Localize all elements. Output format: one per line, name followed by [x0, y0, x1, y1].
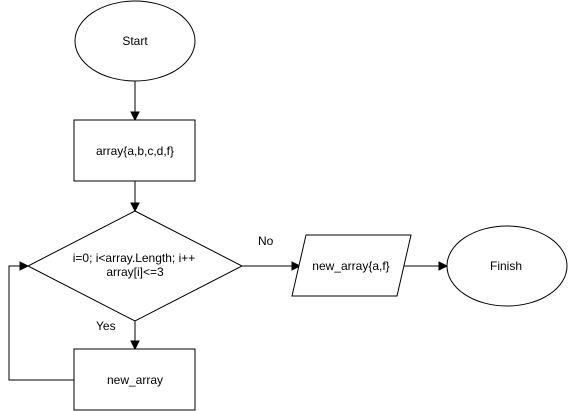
start-node[interactable]: Start	[74, 0, 196, 82]
edge-line	[8, 265, 74, 381]
arrowhead-icon	[130, 202, 140, 213]
output-label: new_array{a,f}	[312, 259, 389, 273]
output-parallelogram	[291, 234, 412, 297]
edge-output-to-finish	[404, 261, 449, 271]
edge-condition-to-output: No	[242, 234, 302, 271]
condition-node[interactable]: i=0; i<array.Length; i++ array[i]<=3	[26, 210, 244, 322]
arrowhead-icon	[130, 340, 140, 351]
condition-label-line-2: array[i]<=3	[106, 265, 164, 279]
array-node[interactable]: array{a,b,c,d,f}	[73, 119, 196, 182]
output-node[interactable]: new_array{a,f}	[291, 234, 412, 297]
new-array-node[interactable]: new_array	[73, 348, 196, 411]
finish-node[interactable]: Finish	[446, 225, 568, 307]
no-label: No	[258, 234, 274, 248]
edge-array-to-condition	[130, 181, 140, 213]
arrowhead-icon	[291, 261, 302, 271]
edge-loop-back	[8, 261, 74, 381]
condition-label-line-1: i=0; i<array.Length; i++	[73, 251, 196, 265]
yes-label: Yes	[96, 319, 116, 333]
array-rect	[73, 119, 196, 182]
edge-start-to-array	[130, 81, 140, 122]
arrowhead-icon	[130, 111, 140, 122]
start-label: Start	[122, 34, 148, 48]
new-array-label: new_array	[107, 373, 163, 387]
finish-ellipse	[446, 225, 568, 307]
new-array-rect	[73, 348, 196, 411]
edge-condition-to-new-array: Yes	[96, 319, 140, 351]
arrowhead-icon	[438, 261, 449, 271]
arrowhead-icon	[19, 261, 30, 271]
array-label: array{a,b,c,d,f}	[96, 144, 174, 158]
finish-label: Finish	[490, 259, 522, 273]
